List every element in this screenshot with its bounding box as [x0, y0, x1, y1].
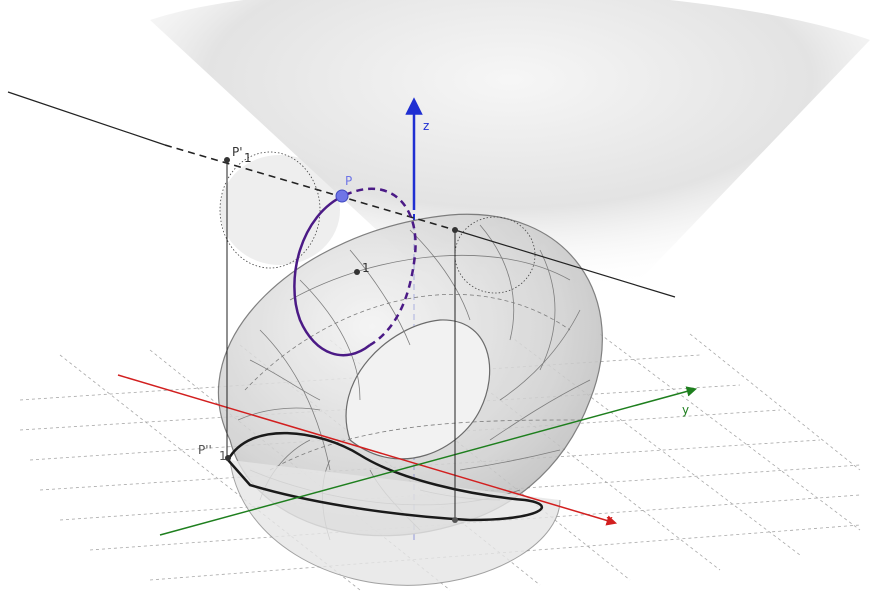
guide-circles: [219, 151, 536, 294]
circle-through-p[interactable]: [293, 187, 417, 357]
cone-surface[interactable]: [150, 0, 870, 294]
x-axis: [117, 374, 618, 526]
y-axis-label: y: [682, 403, 689, 417]
point-inner-mark: 1: [362, 261, 370, 275]
spatial-line[interactable]: [7, 91, 676, 298]
point-inner[interactable]: [354, 269, 360, 275]
intersection-curve[interactable]: [226, 431, 544, 522]
point-on-line[interactable]: [452, 227, 458, 233]
point-p[interactable]: [335, 189, 349, 203]
point-p1[interactable]: [224, 157, 230, 163]
point-p1-label: P': [232, 145, 243, 159]
y-axis: [159, 386, 698, 536]
torus-surface[interactable]: [217, 213, 603, 541]
point-p1b-label: P'': [198, 443, 212, 457]
point-p1b-sub: 1: [219, 449, 227, 463]
point-p-label: P: [345, 174, 352, 188]
point-foot-right[interactable]: [452, 517, 458, 523]
point-p1-sub: 1: [244, 151, 252, 165]
x-axis-label: x: [606, 513, 613, 527]
point-p1b[interactable]: [225, 455, 231, 461]
torus-lower-part: [229, 459, 561, 586]
z-axis-label: z: [423, 119, 429, 133]
